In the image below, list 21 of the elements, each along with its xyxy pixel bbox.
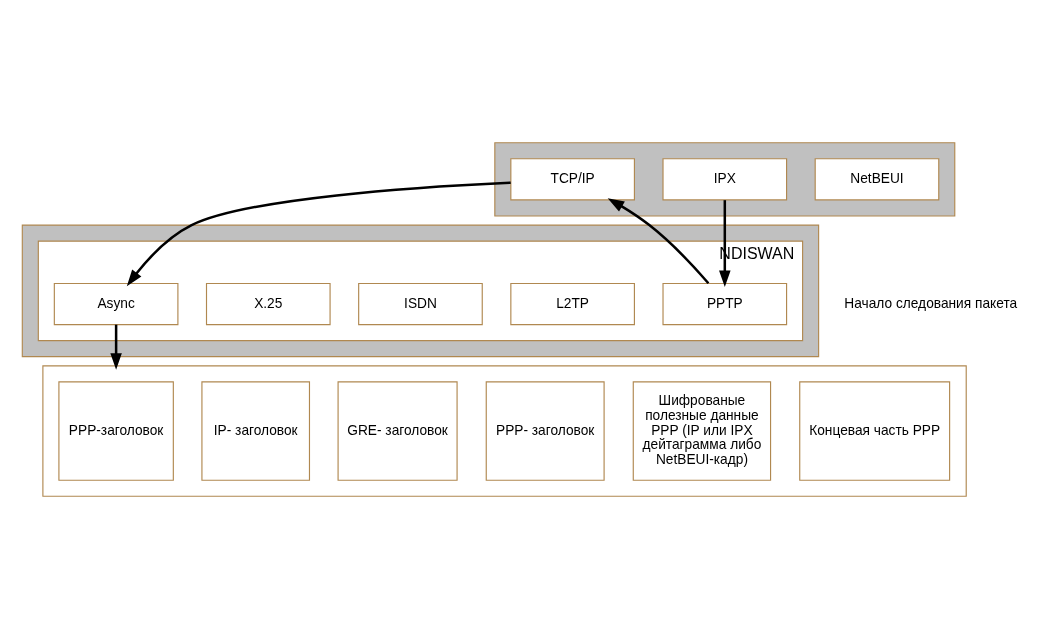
cluster xyxy=(42,365,967,497)
arrow xyxy=(607,198,710,285)
node-box: Шифрованые полезные данные PPP (IP или IPX дейтаграмма либо NetBEUI-кадр) xyxy=(632,381,772,481)
node-box: PPP- заголовок xyxy=(485,381,605,481)
node-box: PPP-заголовок xyxy=(58,381,174,481)
node-box: ISDN xyxy=(358,282,483,326)
arrow xyxy=(126,181,511,287)
node-box: IP- заголовок xyxy=(201,381,311,481)
node-box: PPTP xyxy=(662,282,788,326)
node-box: Концевая часть PPP xyxy=(799,381,951,481)
node-box: IPX xyxy=(662,158,788,201)
arrow xyxy=(719,200,731,288)
node-box: TCP/IP xyxy=(510,158,635,201)
node-box: GRE- заголовок xyxy=(337,381,458,481)
node-box: X.25 xyxy=(205,282,331,326)
arrow xyxy=(110,324,122,370)
node-box: NetBEUI xyxy=(814,158,940,201)
cluster xyxy=(494,142,956,217)
node-box: L2TP xyxy=(510,282,635,326)
label: Начало следования пакета xyxy=(844,295,1018,311)
node-box: Async xyxy=(53,282,179,326)
